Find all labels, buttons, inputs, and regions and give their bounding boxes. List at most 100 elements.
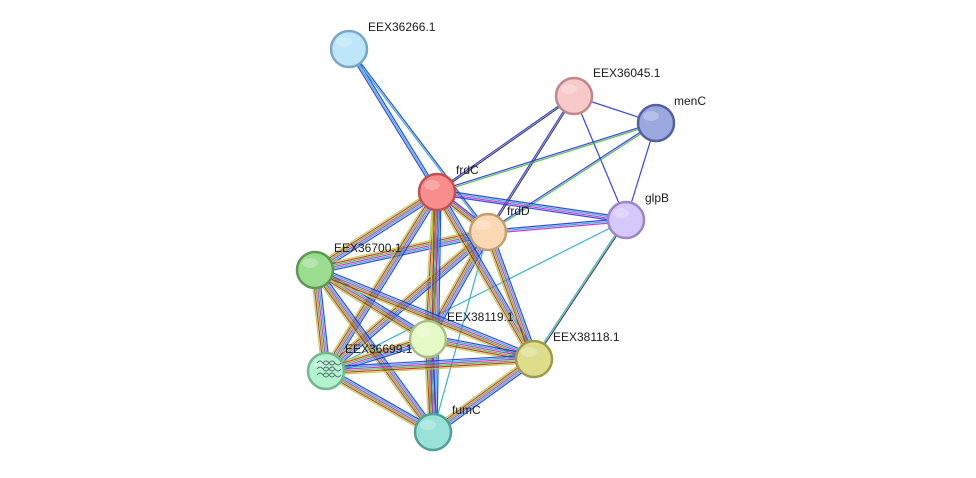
edge-menC-frdD[interactable]: [487, 121, 657, 234]
edge-glpB-EEX38118[interactable]: [532, 219, 628, 360]
edge-evidence-line: [323, 373, 432, 436]
edge-evidence-line: [313, 271, 534, 362]
edge-evidence-line: [312, 188, 436, 268]
edge-frdD-glpB[interactable]: [487, 217, 627, 235]
edge-evidence-line: [434, 360, 536, 435]
node-circle[interactable]: [514, 339, 554, 379]
node-frdD[interactable]: frdD: [468, 204, 530, 252]
edge-evidence-line: [430, 233, 493, 342]
node-circle[interactable]: [329, 29, 369, 69]
node-highlight: [613, 208, 629, 218]
edge-evidence-line: [434, 361, 537, 436]
node-EEX36700[interactable]: EEX36700.1: [295, 241, 402, 290]
node-circle[interactable]: [468, 212, 508, 252]
node-label: glpB: [645, 191, 669, 205]
edge-evidence-line: [326, 360, 535, 374]
node-label: EEX36700.1: [334, 241, 402, 255]
edge-menC-frdC[interactable]: [436, 121, 657, 194]
node-menC[interactable]: menC: [636, 94, 706, 143]
edge-EEX36266-frdC[interactable]: [347, 47, 439, 194]
node-circle[interactable]: [413, 412, 453, 452]
edge-evidence-line: [534, 220, 628, 360]
edge-evidence-line: [324, 229, 487, 370]
edge-evidence-line: [532, 219, 626, 359]
edge-evidence-line: [485, 232, 533, 361]
edge-evidence-line: [486, 232, 534, 360]
node-highlight: [420, 420, 436, 430]
node-circle[interactable]: [554, 76, 594, 116]
edge-evidence-line: [325, 371, 433, 434]
edge-evidence-line: [487, 219, 627, 233]
edge-evidence-line: [314, 190, 437, 270]
node-highlight: [475, 220, 491, 230]
edge-evidence-line: [327, 192, 440, 373]
edge-evidence-line: [323, 228, 486, 369]
edge-evidence-line: [437, 189, 627, 219]
edge-evidence-line: [433, 193, 532, 362]
edge-evidence-line: [315, 193, 439, 273]
node-label: frdC: [456, 163, 479, 177]
node-label: EEX36045.1: [593, 66, 661, 80]
node-EEX36699[interactable]: EEX36699.1: [306, 342, 413, 391]
edge-EEX36699-fumC[interactable]: [323, 367, 436, 436]
node-label: EEX38119.1: [447, 310, 514, 324]
edge-glpB-EEX36699[interactable]: [325, 219, 627, 372]
edge-evidence-line: [488, 231, 536, 359]
node-label: EEX36266.1: [368, 20, 436, 34]
node-frdC[interactable]: frdC: [417, 163, 479, 212]
edge-EEX36266-frdD[interactable]: [347, 48, 490, 233]
node-circle[interactable]: [408, 319, 448, 359]
edge-frdC-EEX38118[interactable]: [433, 189, 538, 362]
edge-evidence-line: [488, 220, 627, 235]
node-EEX38118[interactable]: EEX38118.1: [514, 330, 620, 379]
edge-evidence-line: [325, 219, 627, 372]
node-highlight: [336, 37, 352, 47]
edge-evidence-line: [316, 265, 536, 356]
node-circle[interactable]: [295, 250, 335, 290]
edge-evidence-line: [313, 189, 437, 269]
node-highlight: [302, 258, 318, 268]
edge-frdD-EEX36699[interactable]: [323, 228, 491, 375]
edge-EEX36045-frdD[interactable]: [486, 95, 576, 233]
edge-EEX36699-EEX38118[interactable]: [325, 354, 535, 376]
node-glpB[interactable]: glpB: [606, 191, 669, 240]
edge-frdC-EEX36699[interactable]: [322, 189, 441, 374]
edge-frdD-EEX38118[interactable]: [483, 230, 539, 361]
edge-evidence-line: [325, 354, 534, 368]
edge-evidence-line: [326, 368, 435, 431]
edge-evidence-line: [434, 192, 440, 433]
edge-evidence-line: [435, 192, 534, 360]
edge-evidence-line: [348, 48, 438, 193]
edge-evidence-line: [315, 269, 435, 432]
edge-evidence-line: [324, 191, 437, 371]
edge-evidence-line: [438, 190, 537, 359]
node-circle[interactable]: [636, 103, 676, 143]
edge-evidence-line: [437, 190, 627, 220]
edge-EEX38118-fumC[interactable]: [430, 355, 537, 436]
edge-evidence-line: [487, 217, 626, 232]
node-circle[interactable]: [606, 200, 646, 240]
edge-evidence-line: [488, 96, 576, 233]
edge-evidence-line: [327, 367, 436, 430]
node-fumC[interactable]: fumC: [413, 403, 481, 452]
node-EEX36266[interactable]: EEX36266.1: [329, 20, 436, 69]
edge-evidence-line: [488, 123, 657, 234]
edge-EEX36045-frdC[interactable]: [436, 94, 575, 194]
node-EEX36045[interactable]: EEX36045.1: [554, 66, 661, 116]
edge-evidence-line: [437, 96, 575, 194]
node-label: EEX38118.1: [553, 330, 620, 344]
edge-EEX36700-EEX38118[interactable]: [313, 265, 536, 364]
node-label: fumC: [452, 403, 481, 417]
edge-frdC-EEX36700[interactable]: [312, 188, 440, 274]
node-highlight: [561, 84, 577, 94]
edge-evidence-line: [326, 359, 535, 373]
edge-evidence-line: [313, 271, 428, 342]
node-label: menC: [674, 94, 706, 108]
node-circle[interactable]: [417, 172, 457, 212]
edge-evidence-line: [326, 362, 535, 376]
edge-frdC-glpB[interactable]: [436, 189, 627, 223]
node-EEX38119[interactable]: EEX38119.1: [408, 310, 514, 359]
edge-evidence-line: [436, 94, 574, 192]
edge-evidence-line: [317, 267, 437, 430]
